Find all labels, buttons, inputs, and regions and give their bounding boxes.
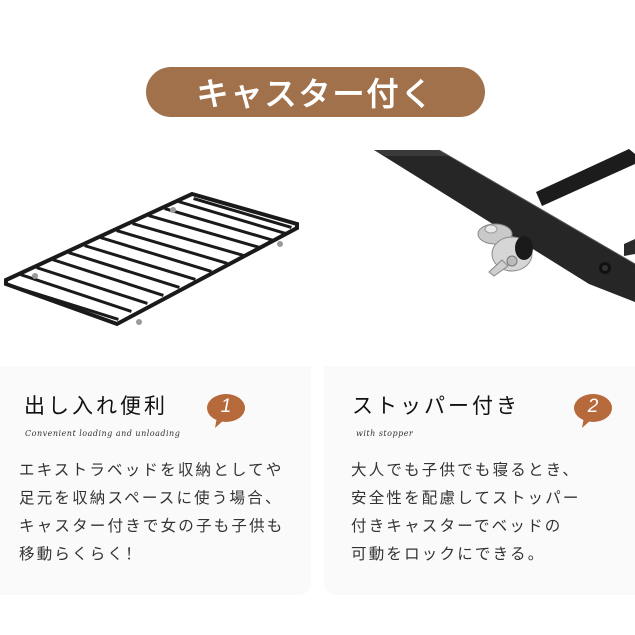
feature-heading: ストッパー付き <box>352 394 520 418</box>
feature-subtitle: with stopper <box>356 429 414 438</box>
feature-subtitle: Convenient loading and unloading <box>25 429 181 438</box>
section-title: キャスター付く <box>146 67 485 117</box>
feature-heading: 出し入れ便利 <box>24 394 168 418</box>
feature-card-2: ストッパー付き 2 with stopper 大人でも子供でも寝るとき、 安全性… <box>324 144 635 595</box>
feature-description: 大人でも子供でも寝るとき、 安全性を配慮してストッパー 付きキャスターでベッドの… <box>351 461 581 563</box>
caster-stopper-closeup-photo <box>324 144 635 366</box>
badge-number: 1 <box>220 396 232 417</box>
number-badge: 2 <box>574 393 612 429</box>
speech-bubble-icon <box>207 394 245 428</box>
speech-bubble-icon <box>574 394 612 428</box>
bed-frame-illustration <box>4 191 299 327</box>
trundle-bed-frame-photo <box>0 144 311 366</box>
number-badge: 1 <box>207 393 245 429</box>
feature-description: エキストラベッドを収納としてや 足元を収納スペースに使う場合、 キャスター付きで… <box>19 461 285 563</box>
feature-card-1: 出し入れ便利 1 Convenient loading and unloadin… <box>0 144 311 595</box>
caster-illustration <box>374 149 635 302</box>
badge-number: 2 <box>587 396 599 417</box>
